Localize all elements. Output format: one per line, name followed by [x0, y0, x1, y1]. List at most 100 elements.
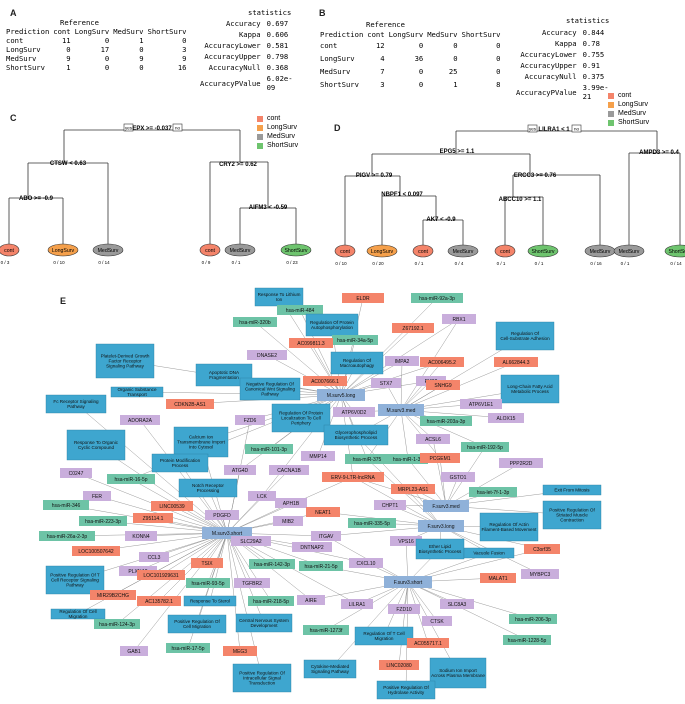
network-node-gene: ADORA2A: [120, 415, 160, 425]
network-node-lncrna: AL662844.3: [494, 357, 538, 367]
split-label: ERCC3 >= 0.76: [514, 173, 557, 179]
node-label: SLC8A3: [448, 602, 467, 608]
col-header: cont: [367, 30, 385, 39]
node-box: [107, 474, 155, 484]
node-box: [167, 614, 227, 634]
stat-key: AccuracyUpper: [204, 52, 261, 61]
leaf-count: 0 / 16: [590, 261, 602, 266]
table-row: MedSurv 7 0 25 0: [318, 65, 502, 78]
network-node-mirna: hsa-miR-375: [345, 454, 389, 464]
table-row: LongSurv 0 17 0 3: [4, 45, 188, 54]
network-node-mirna: hsa-miR-218-5p: [248, 596, 294, 606]
node-box: [232, 663, 292, 693]
cell: 11: [61, 36, 71, 45]
node-box: [223, 646, 257, 656]
network-node-gene: IMPA2: [385, 356, 419, 366]
leaf-label: MedSurv: [453, 249, 474, 255]
network-edge: [137, 532, 228, 572]
node-box: [480, 573, 516, 583]
node-label: ITGAV: [319, 534, 334, 540]
yes-label: yes: [125, 126, 133, 131]
node-label: FER: [92, 494, 102, 500]
stat-key: AccuracyNull: [524, 72, 577, 81]
node-label: PCGEM1: [429, 456, 450, 462]
statistics-title: statistics: [566, 16, 610, 25]
node-box: [460, 399, 502, 409]
node-box: [407, 638, 449, 648]
network-node-gene: ITGAV: [311, 531, 341, 541]
node-box: [388, 454, 428, 464]
node-label: hsa-miR-92a-3p: [419, 296, 455, 302]
node-label: ADORA2A: [128, 418, 153, 424]
node-box: [235, 415, 265, 425]
network-node-gene: PPP2R2D: [499, 458, 543, 468]
network-node-lncrna: Z95114.1: [133, 513, 173, 523]
node-label: MMP14: [309, 454, 326, 460]
node-label: hsa-miR-21-5p: [304, 564, 337, 570]
statistics-title: statistics: [248, 8, 292, 17]
leaf-oval: [224, 243, 256, 257]
panel-c-tree: yes no EPX >= -0.037 CTSW < 0.63 CRY2 >=…: [0, 123, 312, 265]
node-label: CTSK: [430, 619, 444, 625]
legend-item: MedSurv: [267, 133, 296, 140]
network-node-gene: FER: [83, 491, 111, 501]
split-label: NBPF1 < 0.097: [381, 192, 423, 198]
split-label: ABO >= -0.9: [19, 196, 54, 202]
network-node-mirna: hsa-miR-26a-2-3p: [39, 531, 95, 541]
leaf-count: 0 / 20: [372, 261, 384, 266]
node-label: MIR29B2CHG: [97, 593, 129, 599]
node-label: hsa-miR-1-3p: [393, 457, 424, 463]
node-label: DNTNAP2: [300, 545, 324, 551]
node-box: [277, 305, 323, 315]
node-label: VPS16: [398, 539, 414, 545]
node-label: LOC100507642: [78, 549, 114, 555]
node-box: [205, 510, 239, 520]
node-label: MIB2: [282, 519, 294, 525]
network-node-gene: CHPT1: [374, 500, 406, 510]
network-node-lncrna: AC007666.1: [303, 376, 347, 386]
node-label: hsa-miR-335-5p: [354, 521, 390, 527]
node-label: SNHG9: [434, 383, 451, 389]
leaf-count: 0 / 1: [415, 261, 424, 266]
network-node-lncrna: MEG3: [223, 646, 257, 656]
cell: 0: [139, 45, 144, 54]
network-node-mirna: hsa-miR-192-5p: [461, 442, 509, 452]
network-node-module: F.surv3.long: [418, 520, 464, 532]
network-node-gene: DNTNAP2: [292, 542, 332, 552]
node-box: [248, 491, 276, 501]
node-box: [269, 465, 309, 475]
network-edge: [400, 409, 486, 448]
node-box: [332, 335, 378, 345]
node-label: C0247: [69, 471, 84, 477]
node-box: [231, 536, 271, 546]
network-edge: [398, 581, 409, 666]
network-node-gene: GAB1: [120, 646, 148, 656]
stat-value: 0.697: [266, 19, 289, 28]
network-node-pathway: Response To Sterol: [183, 595, 237, 607]
network-node-module: M.surv3.med: [378, 404, 424, 416]
legend-item: MedSurv: [618, 110, 647, 117]
node-box: [509, 614, 557, 624]
node-box: [133, 513, 173, 523]
node-label: hsa-miR-142-3p: [254, 562, 290, 568]
network-node-gene: ACSL6: [416, 434, 450, 444]
yes-label: yes: [529, 127, 537, 132]
stat-value: 0.91: [582, 61, 600, 70]
leaf-label: MedSurv: [230, 248, 251, 254]
node-label: hsa-miR-101-3p: [251, 447, 287, 453]
leaf-count: 0 / 14: [670, 261, 682, 266]
node-label: AC007666.1: [311, 379, 339, 385]
node-label: hsa-miR-1273f: [310, 628, 343, 634]
node-box: [166, 643, 210, 653]
node-box: [79, 516, 127, 526]
